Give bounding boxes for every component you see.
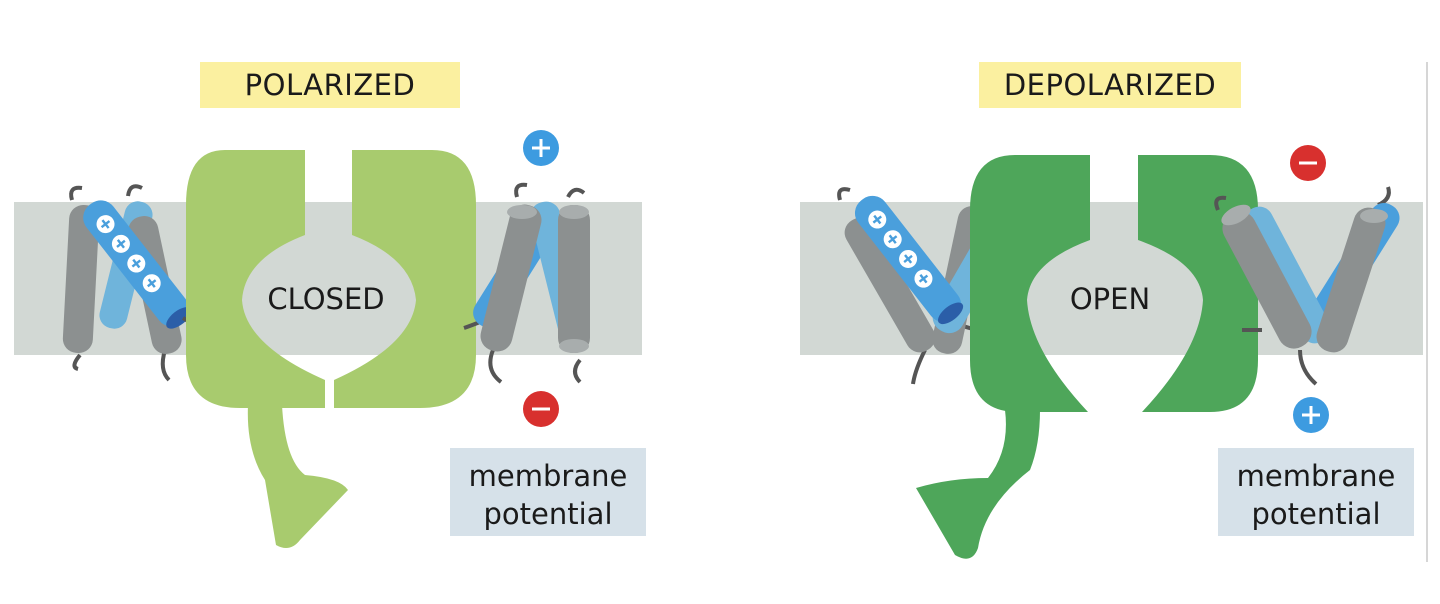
membrane-potential-line2: potential [1251,497,1381,531]
state-label-polarized: POLARIZED [200,62,460,108]
right-panel [800,145,1423,559]
charge-minus-top-right [1290,145,1326,181]
pore-label-open: OPEN [1069,282,1151,316]
voltage-sensor-right [1214,186,1400,386]
membrane-potential-line1: membrane [468,459,628,493]
membrane-potential-box-right: membrane potential [1218,448,1414,536]
pore-label-closed: CLOSED [267,282,385,316]
right-edge-rule [1426,62,1428,562]
charge-plus-top-left [523,130,559,166]
membrane-potential-line2: potential [483,497,613,531]
charge-plus-bottom-right [1293,397,1329,433]
membrane-potential-line1: membrane [1236,459,1396,493]
voltage-sensor-right [463,182,590,384]
voltage-sensor-left [62,184,198,382]
left-panel [14,130,642,549]
closed-channel [186,150,476,549]
state-label-depolarized: DEPOLARIZED [979,62,1241,108]
charge-minus-bottom-left [523,391,559,427]
membrane-potential-box-left: membrane potential [450,448,646,536]
